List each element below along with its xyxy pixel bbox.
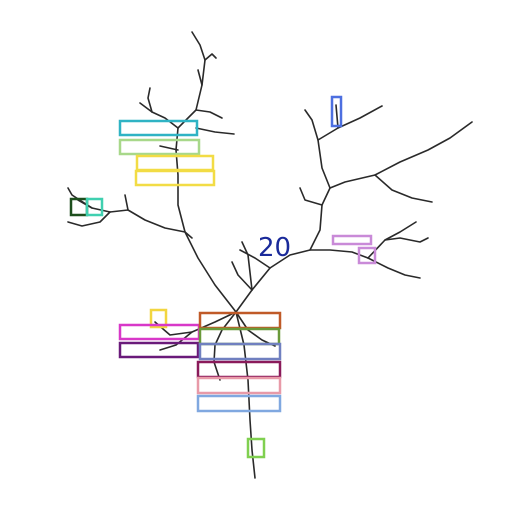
box-yellow-2 bbox=[134, 169, 216, 187]
box-light-green bbox=[118, 138, 201, 156]
branch-right-main bbox=[235, 187, 331, 313]
box-slate-blue bbox=[198, 342, 282, 361]
trunk bbox=[235, 311, 256, 479]
annotation-boxes bbox=[69, 95, 377, 459]
box-teal bbox=[85, 197, 104, 217]
box-pink bbox=[196, 376, 282, 395]
box-cyan bbox=[118, 119, 199, 137]
box-lime bbox=[246, 437, 266, 459]
box-cornflower bbox=[196, 394, 282, 413]
branch-left-top bbox=[177, 31, 206, 129]
box-lavender-1 bbox=[331, 234, 373, 246]
figure-label: 20 bbox=[258, 233, 291, 263]
box-purple bbox=[118, 341, 200, 359]
box-blue-small bbox=[330, 95, 343, 128]
box-lavender-2 bbox=[357, 246, 377, 265]
box-gold-small bbox=[149, 308, 168, 329]
